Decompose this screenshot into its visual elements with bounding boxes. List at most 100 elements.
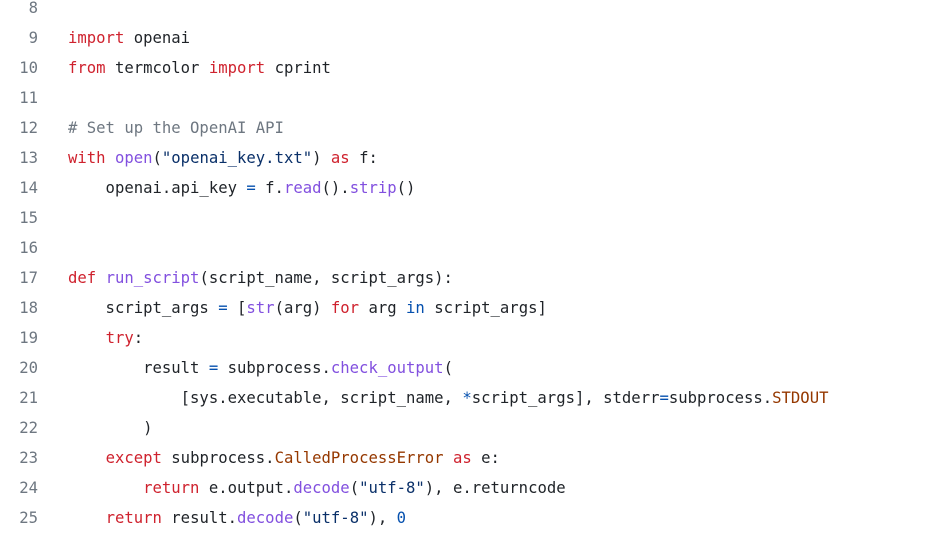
line-code[interactable]: return result.decode("utf-8"), 0 <box>38 503 406 533</box>
line-code[interactable]: try: <box>38 323 144 353</box>
line-number: 16 <box>19 239 38 257</box>
code-line[interactable]: 15 <box>0 203 939 233</box>
line-number: 22 <box>19 419 38 437</box>
line-code[interactable]: with open("openai_key.txt") as f: <box>38 143 378 173</box>
line-number: 19 <box>19 329 38 347</box>
code-token: result <box>68 359 209 377</box>
code-line[interactable]: 24 return e.output.decode("utf-8"), e.re… <box>0 473 939 503</box>
line-code[interactable]: from termcolor import cprint <box>38 53 331 83</box>
code-line[interactable]: 19 try: <box>0 323 939 353</box>
code-token: arg <box>359 299 407 317</box>
code-token: def <box>68 269 97 287</box>
code-token: run_script <box>105 269 200 287</box>
code-line[interactable]: 8 <box>0 0 939 23</box>
code-token: cprint <box>265 59 331 77</box>
line-code[interactable]: def run_script(script_name, script_args)… <box>38 263 453 293</box>
line-number: 13 <box>19 149 38 167</box>
code-line[interactable]: 20 result = subprocess.check_output( <box>0 353 939 383</box>
code-line[interactable]: 23 except subprocess.CalledProcessError … <box>0 443 939 473</box>
code-line[interactable]: 14 openai.api_key = f.read().strip() <box>0 173 939 203</box>
code-token: (arg) <box>274 299 331 317</box>
code-token: in <box>406 299 425 317</box>
code-line[interactable]: 12# Set up the OpenAI API <box>0 113 939 143</box>
code-token: * <box>462 389 472 407</box>
code-token <box>444 449 453 467</box>
code-token: "utf-8" <box>302 509 369 527</box>
line-number: 21 <box>19 389 38 407</box>
line-code[interactable]: script_args = [str(arg) for arg in scrip… <box>38 293 547 323</box>
code-token: = <box>208 359 219 377</box>
line-code[interactable]: openai.api_key = f.read().strip() <box>38 173 416 203</box>
line-code[interactable]: ) <box>38 413 153 443</box>
code-line[interactable]: 22 ) <box>0 413 939 443</box>
line-number: 25 <box>19 509 38 527</box>
code-token: strip <box>349 179 397 197</box>
code-token: openai.api_key <box>68 179 247 197</box>
code-token: return <box>105 509 162 527</box>
code-token <box>68 479 143 497</box>
line-code[interactable] <box>38 83 68 113</box>
code-token <box>68 329 106 347</box>
code-token: ( <box>152 149 162 167</box>
code-token: ) <box>312 149 331 167</box>
code-token: ( <box>293 509 303 527</box>
code-token: [sys.executable, script_name, <box>68 389 463 407</box>
code-line[interactable]: 18 script_args = [str(arg) for arg in sc… <box>0 293 939 323</box>
line-code[interactable]: except subprocess.CalledProcessError as … <box>38 443 500 473</box>
code-token: openai <box>124 29 191 47</box>
line-number: 14 <box>19 179 38 197</box>
code-token <box>106 149 115 167</box>
code-token: = <box>246 179 256 197</box>
line-code[interactable]: import openai <box>38 23 190 53</box>
code-token: ), e.returncode <box>424 479 566 497</box>
code-token: : <box>133 329 144 347</box>
code-token: import <box>208 59 266 77</box>
code-token: ( <box>349 479 360 497</box>
line-code[interactable]: result = subprocess.check_output( <box>38 353 453 383</box>
line-number: 8 <box>28 0 38 17</box>
code-token: open <box>114 149 153 167</box>
code-token: termcolor <box>105 59 209 77</box>
code-token: () <box>396 179 416 197</box>
code-token: = <box>659 389 669 407</box>
code-token: decode <box>293 479 350 497</box>
code-token: script_args] <box>424 299 547 317</box>
code-token: f: <box>349 149 378 167</box>
line-number: 23 <box>19 449 38 467</box>
line-code[interactable] <box>38 203 68 233</box>
line-number: 11 <box>19 89 38 107</box>
code-token: with <box>68 149 106 167</box>
code-token: CalledProcessError <box>274 449 444 467</box>
code-token: check_output <box>330 359 444 377</box>
code-line[interactable]: 21 [sys.executable, script_name, *script… <box>0 383 939 413</box>
code-token: (). <box>321 179 350 197</box>
code-line[interactable]: 16 <box>0 233 939 263</box>
line-code[interactable]: return e.output.decode("utf-8"), e.retur… <box>38 473 566 503</box>
code-token <box>96 269 105 287</box>
code-line[interactable]: 25 return result.decode("utf-8"), 0 <box>0 503 939 533</box>
code-token: read <box>283 179 322 197</box>
code-token: decode <box>237 509 294 527</box>
code-token: [ <box>227 299 247 317</box>
code-token: return <box>143 479 200 497</box>
line-code[interactable]: [sys.executable, script_name, *script_ar… <box>38 383 829 413</box>
code-token: result. <box>161 509 238 527</box>
code-token: ( <box>443 359 453 377</box>
line-code[interactable] <box>38 0 68 23</box>
code-token: ) <box>68 419 153 437</box>
line-number: 18 <box>19 299 38 317</box>
line-code[interactable]: # Set up the OpenAI API <box>38 113 284 143</box>
code-token: try <box>105 329 134 347</box>
code-token: e: <box>471 449 500 467</box>
code-token: "utf-8" <box>359 479 425 497</box>
code-token: subprocess. <box>668 389 773 407</box>
line-code[interactable] <box>38 233 68 263</box>
line-number: 24 <box>19 479 38 497</box>
code-line[interactable]: 11 <box>0 83 939 113</box>
line-number: 15 <box>19 209 38 227</box>
